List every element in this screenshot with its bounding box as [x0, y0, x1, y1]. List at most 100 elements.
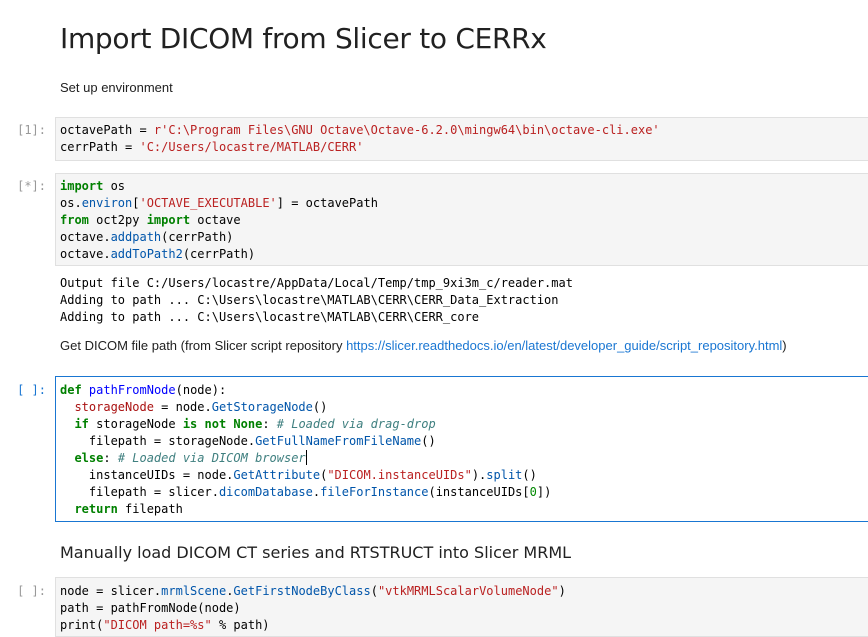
code-token: [ [132, 196, 140, 210]
code-token: GetAttribute [233, 468, 321, 482]
code-cell-4-source[interactable]: node = slicer.mrmlScene.GetFirstNodeByCl… [60, 583, 566, 634]
cell-2-output: Output file C:/Users/locastre/AppData/Lo… [60, 275, 573, 326]
code-token: addToPath2 [110, 247, 183, 261]
code-token: = node. [153, 400, 212, 414]
code-token: # Loaded via drag-drop [276, 417, 436, 431]
cell-prompt: [ ]: [17, 584, 46, 598]
code-token: % path) [211, 618, 270, 632]
code-line: octave.addToPath2(cerrPath) [60, 246, 378, 263]
code-token: (instanceUIDs[ [428, 485, 530, 499]
cell-prompt: [*]: [17, 179, 46, 193]
code-token: from [60, 213, 89, 227]
code-line: storageNode = node.GetStorageNode() [60, 399, 551, 416]
code-token: cerrPath = [60, 140, 140, 154]
code-token: pathFromNode [88, 383, 176, 397]
cell-prompt: [1]: [17, 123, 46, 137]
code-token: os [103, 179, 126, 193]
code-token: : [103, 451, 118, 465]
code-token [60, 502, 74, 516]
code-token: (cerrPath) [161, 230, 234, 244]
code-token: dicomDatabase [218, 485, 313, 499]
output-line: Output file C:/Users/locastre/AppData/Lo… [60, 276, 573, 290]
code-token: storageNode [74, 400, 154, 414]
code-cell-2[interactable] [55, 173, 868, 266]
code-token: # Loaded via DICOM browser [117, 451, 306, 465]
code-token: filepath = storageNode. [60, 434, 256, 448]
code-token: octavePath = [60, 123, 154, 137]
code-token [60, 400, 74, 414]
code-cell-1-source[interactable]: octavePath = r'C:\Program Files\GNU Octa… [60, 122, 660, 156]
code-token: () [522, 468, 537, 482]
code-token: addpath [110, 230, 162, 244]
text-cursor [305, 450, 307, 465]
code-token: ). [471, 468, 487, 482]
script-repository-link[interactable]: https://slicer.readthedocs.io/en/latest/… [346, 338, 783, 353]
markdown-setup: Set up environment [60, 80, 173, 95]
code-token: octave [190, 213, 241, 227]
code-line: import os [60, 178, 378, 195]
code-token: else [74, 451, 104, 465]
code-token: fileForInstance [320, 485, 429, 499]
code-token: GetStorageNode [211, 400, 313, 414]
code-token: ( [320, 468, 328, 482]
code-token: 'C:/Users/locastre/MATLAB/CERR' [139, 140, 364, 154]
code-token: if [74, 417, 89, 431]
code-token: 0 [529, 485, 537, 499]
code-token: octave. [60, 247, 111, 261]
output-line: Adding to path ... C:\Users\locastre\MAT… [60, 310, 480, 324]
code-token: oct2py [88, 213, 147, 227]
code-line: node = slicer.mrmlScene.GetFirstNodeByCl… [60, 583, 566, 600]
markdown-text: Get DICOM file path (from Slicer script … [60, 338, 347, 353]
code-line: cerrPath = 'C:/Users/locastre/MATLAB/CER… [60, 139, 660, 156]
code-token: ) [558, 584, 566, 598]
code-token: GetFirstNodeByClass [233, 584, 371, 598]
code-line: octave.addpath(cerrPath) [60, 229, 378, 246]
markdown-text: ) [782, 338, 787, 353]
code-token: os. [60, 196, 82, 210]
code-token: . [312, 485, 321, 499]
code-token: print( [60, 618, 104, 632]
code-token: r'C:\Program Files\GNU Octave\Octave-6.2… [153, 123, 660, 137]
code-token: 'OCTAVE_EXECUTABLE' [139, 196, 277, 210]
code-token: split [486, 468, 523, 482]
code-token: ] = octavePath [276, 196, 378, 210]
code-token [60, 417, 74, 431]
code-token: import [60, 179, 104, 193]
code-token: filepath = slicer. [60, 485, 219, 499]
code-token: (cerrPath) [182, 247, 256, 261]
code-token: () [312, 400, 328, 414]
code-token: import [146, 213, 191, 227]
code-token: octave. [60, 230, 111, 244]
code-token: return [74, 502, 118, 516]
code-line: octavePath = r'C:\Program Files\GNU Octa… [60, 122, 660, 139]
code-cell-3-source[interactable]: def pathFromNode(node): storageNode = no… [60, 382, 551, 518]
code-token: () [421, 434, 436, 448]
code-token: environ [81, 196, 133, 210]
code-token: def [60, 383, 82, 397]
code-line: from oct2py import octave [60, 212, 378, 229]
code-cell-3-selected[interactable] [55, 376, 868, 522]
code-line: return filepath [60, 501, 551, 518]
code-line: if storageNode is not None: # Loaded via… [60, 416, 551, 433]
code-token: "vtkMRMLScalarVolumeNode" [377, 584, 559, 598]
code-token: mrmlScene [161, 584, 227, 598]
code-line: def pathFromNode(node): [60, 382, 551, 399]
code-cell-1[interactable] [55, 117, 868, 161]
code-token: "DICOM.instanceUIDs" [327, 468, 472, 482]
code-token: instanceUIDs = node. [60, 468, 234, 482]
code-line: else: # Loaded via DICOM browser [60, 450, 551, 467]
page-title: Import DICOM from Slicer to CERRx [60, 22, 547, 55]
code-line: os.environ['OCTAVE_EXECUTABLE'] = octave… [60, 195, 378, 212]
code-token: ( [370, 584, 378, 598]
code-token: filepath [117, 502, 183, 516]
code-token [60, 451, 74, 465]
code-token: "DICOM path=%s" [103, 618, 212, 632]
section-heading: Manually load DICOM CT series and RTSTRU… [60, 543, 572, 562]
code-token: is not None [182, 417, 263, 431]
code-token: (node): [175, 383, 227, 397]
code-token [82, 383, 89, 397]
code-token: ]) [536, 485, 552, 499]
code-line: path = pathFromNode(node) [60, 600, 566, 617]
code-line: filepath = storageNode.GetFullNameFromFi… [60, 433, 551, 450]
